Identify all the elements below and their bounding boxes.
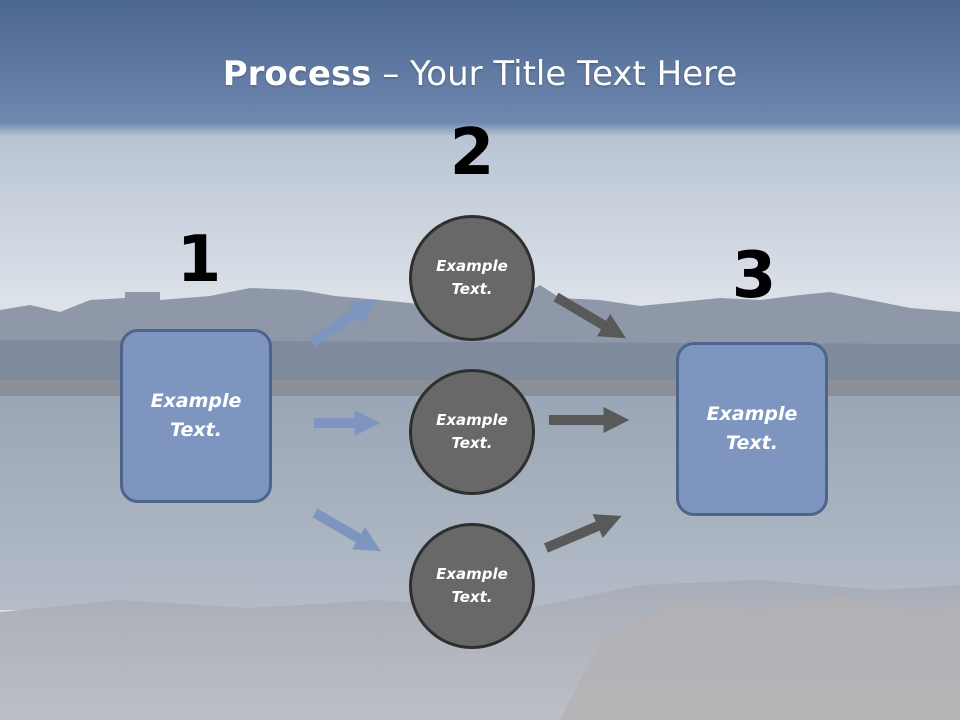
step-2-circle-middle: Example Text. — [409, 369, 535, 495]
step-1-box: Example Text. — [120, 329, 272, 503]
step-3-text: Example Text. — [706, 403, 798, 454]
step-number-2: 2 — [449, 116, 495, 190]
title-bold-part: Process — [222, 54, 372, 94]
arrow-box1-to-circle-bottom — [312, 508, 382, 552]
circle-top-text: Example Text. — [436, 257, 508, 298]
arrow-circle-top-to-box3 — [553, 292, 626, 339]
step-3-box: Example Text. — [676, 342, 828, 516]
step-2-circle-bottom: Example Text. — [409, 523, 535, 649]
arrow-circle-bottom-to-box3 — [544, 514, 622, 553]
arrow-box1-to-circle-top — [309, 299, 377, 347]
step-2-circle-top: Example Text. — [409, 215, 535, 341]
step-number-3: 3 — [731, 239, 777, 313]
step-number-1: 1 — [176, 223, 222, 297]
slide-title: Process – Your Title Text Here — [0, 52, 960, 96]
step-1-text: Example Text. — [150, 390, 242, 441]
circle-bottom-text: Example Text. — [436, 565, 508, 606]
title-rest-part: – Your Title Text Here — [371, 54, 738, 94]
circle-middle-text: Example Text. — [436, 411, 508, 452]
